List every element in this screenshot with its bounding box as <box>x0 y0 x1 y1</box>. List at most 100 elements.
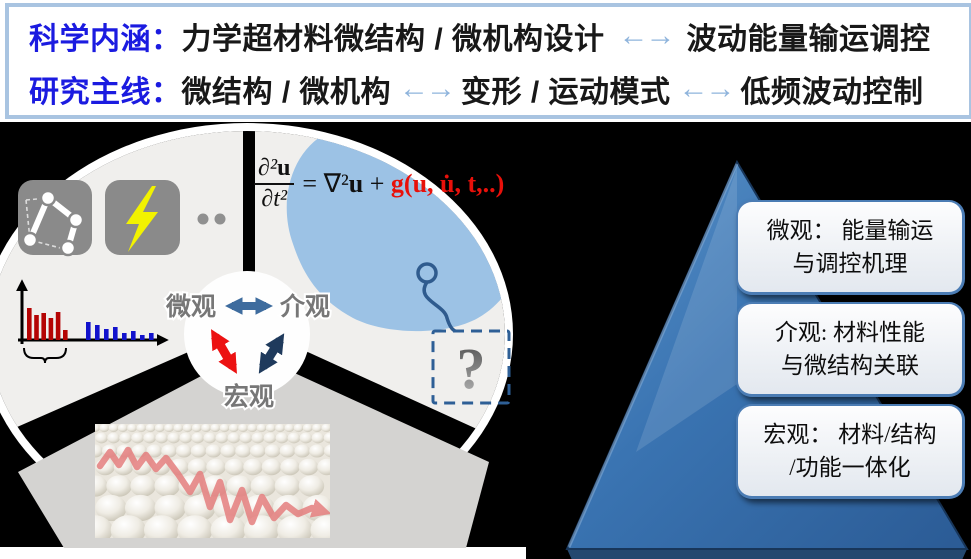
honeycomb-bump <box>167 432 181 444</box>
honeycomb-bump <box>164 424 174 433</box>
science-connotation-label: 科学内涵： <box>29 22 182 56</box>
honeycomb-bump <box>106 475 132 497</box>
honeycomb-bump <box>275 424 285 433</box>
header1-text-right: 波动能量输运调控 <box>686 22 931 56</box>
honeycomb-bump <box>275 432 289 444</box>
header-line-2: 研究主线： 微结构 / 微机构 ←→ 变形 / 运动模式 ←→ 低频波动控制 <box>29 67 969 111</box>
blue-bar <box>140 335 145 340</box>
lightning-bolt-icon <box>105 180 180 255</box>
honeycomb-bump <box>175 444 192 458</box>
honeycomb-bump <box>277 515 313 538</box>
honeycomb-bump <box>293 424 304 433</box>
honeycomb-bump <box>265 424 276 433</box>
honeycomb-bump <box>201 424 211 433</box>
header2-text-2: 变形 / 运动模式 <box>461 75 671 109</box>
honeycomb-bump <box>279 444 296 458</box>
eq-d2: ∂² <box>258 155 278 181</box>
honeycomb-bump <box>280 458 300 476</box>
honeycomb-bump <box>220 444 237 458</box>
pyramid-left-bevel <box>567 163 739 548</box>
honeycomb-bump <box>235 444 251 458</box>
honeycomb-bump <box>136 424 147 433</box>
header1-text-left: 力学超材料微结构 / 微机构设计 <box>181 22 605 56</box>
eq-u: u <box>277 155 291 181</box>
eq-dt2: ∂t² <box>261 186 288 213</box>
level-box-micro: 微观： 能量输运 与调控机理 <box>736 200 965 295</box>
linkage-mechanism-icon <box>18 180 92 257</box>
double-arrow-icon: ←→ <box>618 18 676 52</box>
honeycomb-bump <box>298 458 319 476</box>
micro-label: 微观 <box>165 293 216 321</box>
honeycomb-bump <box>131 432 144 444</box>
eq-forcing-term: g(u, u̇, t,..) <box>390 169 505 199</box>
honeycomb-bump <box>127 424 137 433</box>
honeycomb-bump <box>228 424 239 433</box>
header-box: 科学内涵： 力学超材料微结构 / 微机构设计 ←→ 波动能量输运调控 研究主线：… <box>5 3 971 119</box>
honeycomb-bump <box>249 444 266 458</box>
red-bar <box>34 315 39 340</box>
ellipsis-dots-icon <box>197 213 226 225</box>
honeycomb-bump <box>205 444 222 458</box>
blue-bar <box>149 333 154 340</box>
honeycomb-bump <box>250 475 277 497</box>
level-meso-line2: 与微结构关联 <box>781 353 919 378</box>
honeycomb-bump <box>145 424 156 433</box>
question-box <box>431 329 511 405</box>
honeycomb-bump <box>95 515 113 538</box>
honeycomb-bump <box>117 424 128 433</box>
honeycomb-bump <box>203 432 217 444</box>
eq-u2: u <box>348 169 364 199</box>
honeycomb-bump <box>239 432 253 444</box>
research-mainline-label: 研究主线： <box>29 75 182 109</box>
honeycomb-bump <box>210 515 246 538</box>
honeycomb-bump <box>263 432 277 444</box>
string-curve <box>422 281 456 333</box>
honeycomb-bump <box>238 424 248 433</box>
honeycomb-bump <box>182 424 193 433</box>
blue-bar <box>122 333 127 340</box>
honeycomb-bump <box>179 432 193 444</box>
honeycomb-bump <box>311 432 325 444</box>
honeycomb-bump <box>299 432 313 444</box>
honeycomb-bump <box>247 424 258 433</box>
honeycomb-bump <box>110 515 146 538</box>
honeycomb-bump <box>177 515 213 538</box>
honeycomb-bump <box>215 432 229 444</box>
honeycomb-bump <box>143 515 180 538</box>
honeycomb-bump <box>143 432 156 444</box>
honeycomb-bump <box>243 458 263 476</box>
red-bar <box>27 308 32 340</box>
honeycomb-bump <box>154 475 180 497</box>
bottom-white-strip <box>0 547 526 559</box>
honeycomb-bump <box>173 424 184 433</box>
honeycomb-bump <box>161 444 177 458</box>
honeycomb-bump <box>323 432 330 444</box>
scale-cycle-figure: 微观 介观 宏观 <box>0 123 513 548</box>
spectrum-chart <box>16 279 169 364</box>
honeycomb-bump <box>154 424 165 433</box>
micro-macro-arrow <box>211 329 237 374</box>
honeycomb-photo <box>95 424 330 538</box>
honeycomb-bump <box>124 494 157 522</box>
honeycomb-bump <box>146 444 163 458</box>
honeycomb-bump <box>298 475 325 497</box>
wave-arrow <box>96 446 330 526</box>
honeycomb-bump <box>95 475 108 497</box>
honeycomb-bump <box>154 494 186 522</box>
blue-bar <box>86 322 91 340</box>
question-mark-icon: ? <box>457 336 486 401</box>
honeycomb-bump <box>261 458 282 476</box>
honeycomb-bump <box>119 432 132 444</box>
honeycomb-bump <box>130 475 156 497</box>
honeycomb-bump <box>190 444 207 458</box>
honeycomb-bump <box>310 515 330 538</box>
eq-laplacian: = ∇² <box>302 169 349 199</box>
meso-macro-arrow <box>258 333 285 374</box>
level-micro-line1: 微观： 能量输运 <box>766 217 934 243</box>
level-box-macro: 宏观： 材料/结构 /功能一体化 <box>736 404 965 499</box>
red-bar <box>63 330 68 340</box>
pyramid-highlight <box>636 168 737 452</box>
